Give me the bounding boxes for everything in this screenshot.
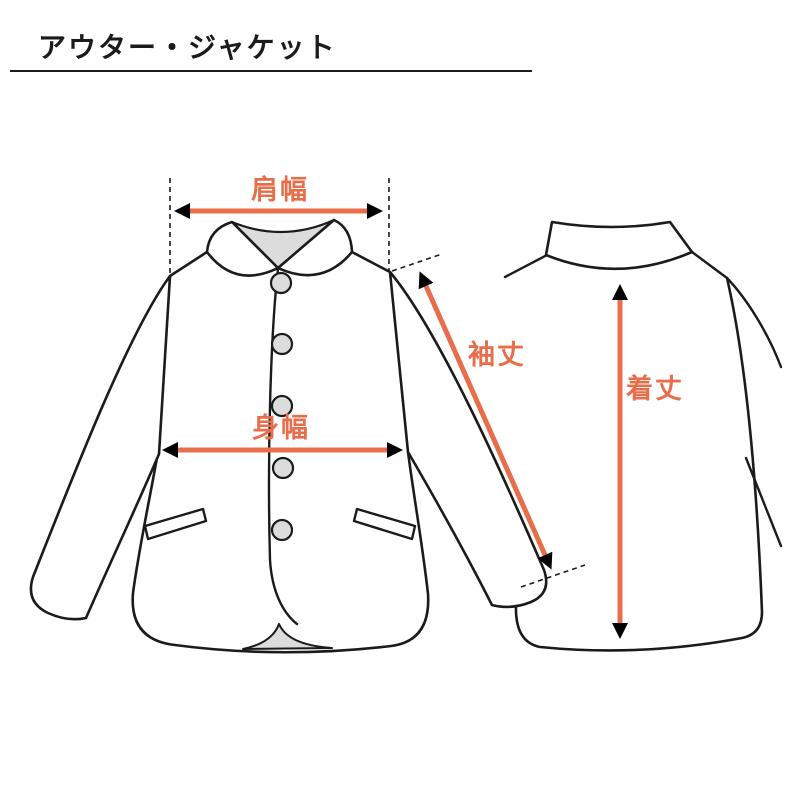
left-pocket-flap — [143, 507, 208, 541]
back-right-sleeve-lower — [744, 456, 783, 548]
button-3 — [270, 394, 294, 418]
jacket-back-view — [503, 220, 783, 652]
collar-right-lobe — [276, 218, 354, 277]
button-5 — [270, 518, 294, 542]
back-right-sleeve-upper — [725, 276, 783, 369]
garment-length-label: 着丈 — [625, 373, 684, 405]
back-right-shoulder-seam — [690, 250, 729, 280]
page-title: アウター・ジャケット — [38, 31, 337, 64]
buttons — [269, 271, 295, 542]
sleeve-guide-bottom — [520, 564, 586, 588]
title-underline — [10, 70, 532, 72]
sleeve-guide-top — [391, 253, 443, 272]
button-2 — [270, 332, 294, 356]
measurement-arrows — [161, 202, 629, 640]
back-collar — [544, 220, 694, 271]
front-body — [131, 240, 430, 654]
front-left-sleeve — [29, 274, 172, 621]
sleeve-length-arrow — [418, 271, 553, 570]
guide-lines — [169, 178, 586, 588]
back-body-outline — [514, 276, 764, 652]
right-pocket-flap — [352, 507, 417, 541]
measurement-labels: 肩幅 袖丈 身幅 着丈 — [251, 174, 684, 444]
back-body-fill — [517, 252, 762, 651]
shoulder-width-label: 肩幅 — [251, 174, 309, 206]
hem-inner-shade — [242, 623, 333, 650]
sleeve-length-label: 袖丈 — [468, 340, 526, 371]
front-placket — [267, 267, 299, 626]
button-1 — [269, 271, 293, 295]
body-width-label: 身幅 — [252, 412, 310, 444]
collar-left-lobe — [205, 220, 280, 277]
button-4 — [271, 456, 295, 480]
